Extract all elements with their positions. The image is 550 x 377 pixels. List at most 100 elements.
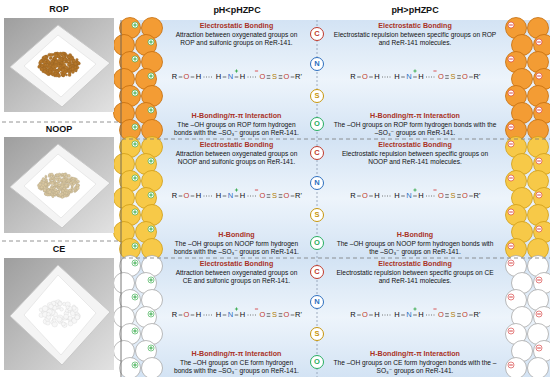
sample-name: NOOP — [46, 125, 73, 134]
charge-mark — [537, 161, 541, 162]
graphic-part — [68, 321, 73, 326]
atom-symbol: H — [196, 73, 201, 81]
charge-mark — [508, 56, 514, 62]
graphic-part — [59, 174, 61, 176]
atom-symbol: H — [418, 192, 423, 200]
graphic-part — [74, 66, 77, 69]
graphic-part — [76, 184, 79, 187]
bond-line — [267, 78, 271, 79]
particle-spheres — [506, 137, 550, 260]
charge-mark — [433, 71, 436, 72]
row-ground — [122, 258, 550, 377]
bond-line — [369, 77, 373, 78]
atom-symbol: N — [406, 73, 411, 81]
atom-circle — [311, 356, 324, 369]
graphic-part — [43, 55, 46, 58]
atom-symbol: R — [172, 192, 177, 200]
graphic-part — [53, 58, 55, 60]
bond-line — [223, 77, 227, 78]
bond-line — [191, 196, 195, 197]
graphic-part — [63, 181, 65, 183]
charge-mark — [508, 90, 514, 96]
charge-mark — [537, 195, 541, 196]
graphic-part — [51, 182, 54, 185]
charge-mark — [236, 69, 237, 72]
charge-mark — [132, 141, 138, 147]
graphic-part — [49, 57, 51, 59]
graphic-part — [62, 61, 65, 64]
text-group: H-Bonding/π-π InteractionThe –OH groups … — [333, 350, 497, 375]
atom-symbol: R — [350, 73, 355, 81]
mechanism-heading: H-Bonding/π-π Interaction — [333, 350, 497, 359]
charge-mark — [135, 261, 136, 265]
bond-line — [235, 196, 239, 197]
mechanism-text: Electrostatic repulsion between specific… — [333, 150, 497, 166]
row-divider — [122, 139, 550, 140]
atom-symbol: R' — [474, 311, 481, 319]
atom-symbol: H — [240, 311, 245, 319]
charge-mark — [509, 263, 513, 264]
graphic-part — [55, 194, 57, 196]
charge-mark — [148, 311, 154, 317]
graphic-part — [4, 258, 114, 370]
graphic-part — [43, 70, 46, 73]
bond-line — [279, 316, 283, 317]
atom-symbol: N — [314, 179, 319, 187]
atom-symbol: R' — [474, 73, 481, 81]
bond-line — [369, 196, 373, 197]
graphic-part — [49, 179, 51, 181]
graphic-part — [76, 184, 79, 187]
graphic-part — [61, 185, 64, 188]
charge-mark — [509, 212, 513, 213]
graphic-part — [4, 137, 114, 233]
graphic-part — [58, 173, 61, 176]
bond-line — [445, 316, 449, 317]
atom-symbol: R — [350, 311, 355, 319]
graphic-part — [58, 302, 62, 306]
charge-mark — [536, 311, 542, 317]
charge-mark — [132, 22, 138, 28]
charge-mark — [415, 188, 416, 191]
bond-line — [279, 78, 283, 79]
charge-mark — [509, 246, 513, 247]
charge-mark — [255, 71, 258, 72]
charge-mark — [132, 294, 138, 300]
graphic-part — [60, 308, 64, 312]
charge-mark — [509, 297, 513, 298]
graphic-part — [57, 74, 61, 78]
charge-mark — [132, 90, 138, 96]
graphic-part — [45, 175, 47, 177]
hydrogen-bond — [248, 196, 258, 197]
graphic-part — [52, 322, 57, 327]
charge-mark — [151, 159, 152, 163]
atom-symbol: H — [240, 73, 245, 81]
graphic-part — [10, 25, 110, 107]
bond-line — [401, 315, 405, 316]
graphic-part — [47, 61, 50, 64]
row-ground — [122, 139, 550, 258]
graphic-part — [40, 60, 42, 62]
graphic-part — [53, 179, 55, 181]
graphic-part — [53, 57, 55, 59]
graphic-part — [48, 194, 50, 196]
charge-mark — [508, 243, 514, 249]
charge-mark — [537, 348, 541, 349]
charge-mark — [132, 56, 138, 62]
atom-symbol: O — [284, 192, 290, 200]
bond-line — [457, 316, 461, 317]
particle-spheres — [506, 18, 550, 141]
graphic-part — [10, 144, 110, 228]
atom-symbol: O — [260, 73, 266, 81]
atom-circle — [311, 209, 324, 222]
bond-line — [191, 315, 195, 316]
atom-symbol: N — [314, 298, 319, 306]
text-group: Electrostatic BondingElectrostatic repul… — [333, 22, 497, 47]
graphic-part — [74, 188, 77, 191]
graphic-part — [60, 58, 63, 61]
mechanism-text: Attraction between oxygenated groups on … — [171, 269, 302, 285]
atom-circle — [311, 28, 324, 41]
charge-mark — [508, 209, 514, 215]
atom-circle — [311, 177, 324, 190]
bond-line — [267, 316, 271, 317]
graphic-part — [71, 70, 74, 73]
